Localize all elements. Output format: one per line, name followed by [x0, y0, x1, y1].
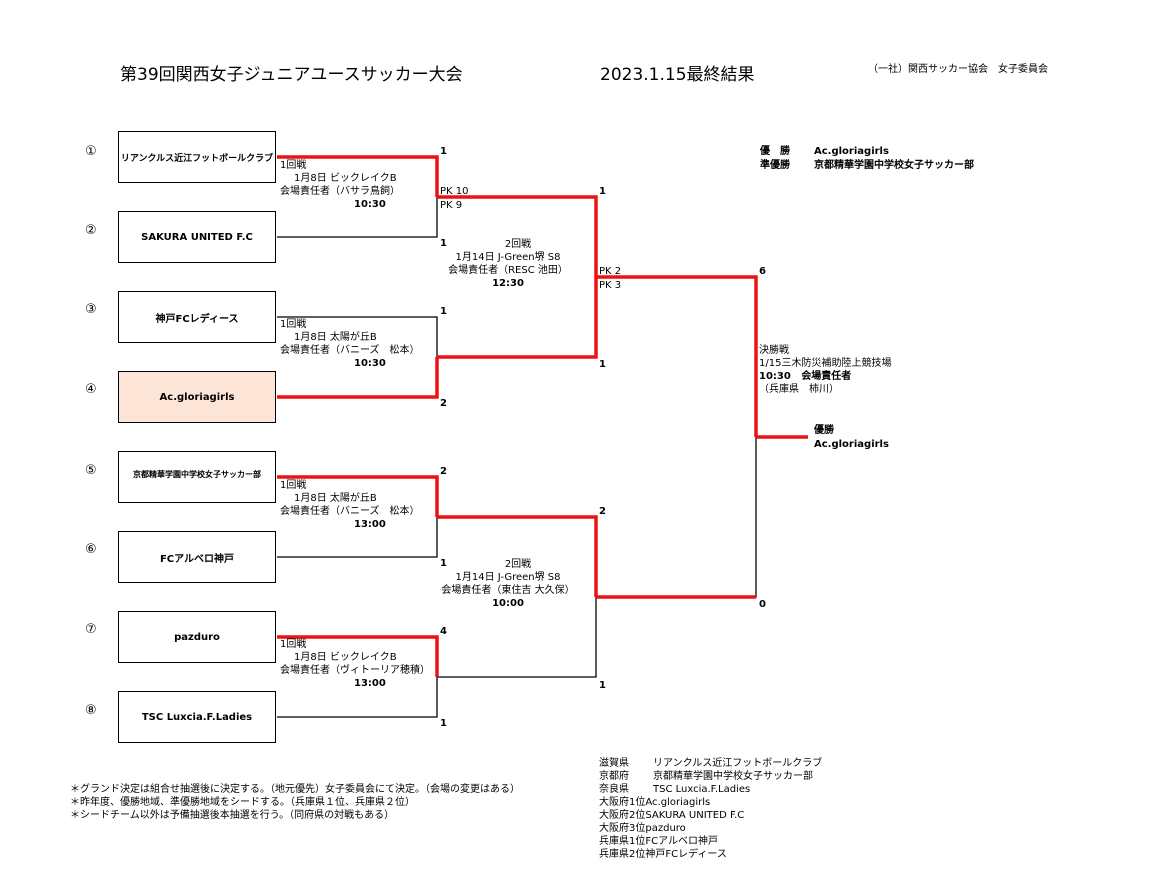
r1-line-2	[277, 197, 438, 238]
team-box-5: 京都精華学園中学校女子サッカー部	[118, 451, 276, 503]
team-box-8: TSC Luxcia.F.Ladies	[118, 691, 276, 743]
r2-match-1-info: 2回戦 1月14日 J-Green堺 S8 会場責任者（RESC 池田） 12:…	[448, 239, 568, 289]
champion-team: Ac.gloriagirls	[814, 439, 889, 450]
summary-runnerup-label: 準優勝	[760, 160, 790, 171]
r1-score-3: 1	[440, 306, 447, 317]
seed-7: ⑦	[85, 622, 97, 637]
seed-4: ④	[85, 382, 97, 397]
r1-score-8: 1	[440, 718, 447, 729]
summary-runnerup-team: 京都精華学園中学校女子サッカー部	[814, 160, 974, 171]
r2-pk-2: PK 3	[599, 280, 622, 291]
r2-score-3: 2	[599, 506, 606, 517]
r2-line-bottom-right	[437, 597, 597, 678]
final-match-info: 決勝戦 1/15三木防災補助陸上競技場 10:30 会場責任者 （兵庫県 柿川）	[759, 345, 892, 395]
participant-row: 滋賀県リアンクルス近江フットボールクラブ	[599, 758, 823, 769]
r2-pk-1: PK 2	[599, 266, 622, 277]
participants-list: 滋賀県リアンクルス近江フットボールクラブ 京都府京都精華学園中学校女子サッカー部…	[599, 757, 822, 861]
r1-match-3-info: 1回戦 1月8日 太陽が丘B 会場責任者（バニーズ 松本） 13:00	[280, 480, 420, 530]
participant-row: 京都府京都精華学園中学校女子サッカー部	[599, 771, 813, 782]
result-date: 2023.1.15最終結果	[600, 65, 755, 85]
r1-match-1-info: 1回戦 1月8日 ビックレイクB 会場責任者（バサラ鳥飼） 10:30	[280, 160, 400, 210]
r1-score-2: 1	[440, 238, 447, 249]
team-box-3: 神戸FCレディース	[118, 291, 276, 343]
team-box-7: pazduro	[118, 611, 276, 663]
r1-win-line-4	[277, 357, 439, 399]
note-3: ＊シードチーム以外は予備抽選後本抽選を行う。（同府県の対戦もある）	[70, 810, 395, 821]
seed-1: ①	[85, 144, 97, 159]
r2-score-4: 1	[599, 680, 606, 691]
seed-6: ⑥	[85, 542, 97, 557]
r1-match-4-info: 1回戦 1月8日 ビックレイクB 会場責任者（ヴィトーリア穂積） 13:00	[280, 639, 430, 689]
participant-row: 大阪府3位pazduro	[599, 823, 686, 834]
r1-match-2-info: 1回戦 1月8日 太陽が丘B 会場責任者（バニーズ 松本） 10:30	[280, 319, 420, 369]
r2-win-line-bottom	[437, 277, 598, 359]
r2-match-2-info: 2回戦 1月14日 J-Green堺 S8 会場責任者（東住吉 大久保） 10:…	[441, 559, 575, 609]
r2-score-2: 1	[599, 359, 606, 370]
r1-score-7: 4	[440, 626, 447, 637]
team-box-6: FCアルベロ神戸	[118, 531, 276, 583]
seed-8: ⑧	[85, 703, 97, 718]
r1-score-6: 1	[440, 558, 447, 569]
r1-win-line-5	[277, 475, 439, 517]
team-box-2: SAKURA UNITED F.C	[118, 211, 276, 263]
r1-line-8	[277, 677, 438, 718]
final-score-2: 0	[759, 599, 766, 610]
team-box-4: Ac.gloriagirls	[118, 371, 276, 423]
r1-line-3	[277, 316, 438, 357]
participant-row: 大阪府2位SAKURA UNITED F.C	[599, 810, 745, 821]
r2-score-1: 1	[599, 186, 606, 197]
champion-label: 優勝	[814, 425, 834, 436]
r2-win-line-lower	[437, 515, 598, 597]
seed-2: ②	[85, 223, 97, 238]
r1-win-line-1	[277, 155, 439, 197]
r1-score-1: 1	[440, 146, 447, 157]
r1-score-4: 2	[440, 398, 447, 409]
r1-win-line-7	[277, 635, 439, 677]
sf-line-bottom	[596, 437, 757, 598]
page-title: 第39回関西女子ジュニアユースサッカー大会	[120, 65, 463, 85]
participant-row: 兵庫県2位神戸FCレディース	[599, 849, 727, 860]
r1-score-5: 2	[440, 466, 447, 477]
seed-5: ⑤	[85, 463, 97, 478]
notes: ＊グランド決定は組合せ抽選後に決定する。（地元優先）女子委員会にて決定。（会場の…	[70, 783, 520, 822]
note-1: ＊グランド決定は組合せ抽選後に決定する。（地元優先）女子委員会にて決定。（会場の…	[70, 784, 520, 795]
r2-win-line-top	[437, 195, 598, 277]
final-score-1: 6	[759, 266, 766, 277]
team-box-1: リアンクルス近江フットボールクラブ	[118, 131, 276, 183]
seed-3: ③	[85, 302, 97, 317]
organizer: （一社）関西サッカー協会 女子委員会	[868, 64, 1048, 75]
sf-win-line-top	[596, 275, 758, 437]
note-2: ＊昨年度、優勝地域、準優勝地域をシードする。（兵庫県１位、兵庫県２位）	[70, 797, 415, 808]
participant-row: 大阪府1位Ac.gloriagirls	[599, 797, 711, 808]
participant-row: 兵庫県1位FCアルベロ神戸	[599, 836, 719, 847]
r1-pk-1: PK 10	[440, 186, 469, 197]
summary-winner-team: Ac.gloriagirls	[814, 146, 889, 157]
r1-pk-2: PK 9	[440, 200, 463, 211]
summary-winner-label: 優 勝	[760, 146, 790, 157]
r1-line-6	[277, 517, 438, 558]
